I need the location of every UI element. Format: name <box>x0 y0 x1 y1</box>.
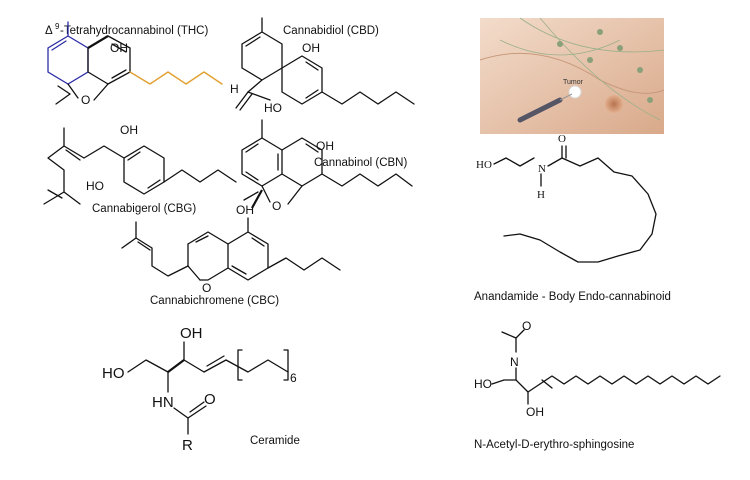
photo-tumor-label: Tumor <box>563 79 584 86</box>
ceramide-structure: HO OH 6 HN O R <box>102 325 297 454</box>
anandamide-structure: HO N H O <box>476 133 657 263</box>
thc-structure: Δ 9 -Tetrahydrocannabinol (THC) O OH <box>45 21 223 107</box>
photo-background <box>480 18 664 134</box>
anandamide-label: Anandamide - Body Endo-cannabinoid <box>474 291 671 303</box>
cbc-o-atom: O <box>202 281 211 295</box>
cbn-oh: OH <box>316 139 334 153</box>
anandamide-o-atom: O <box>558 133 566 145</box>
cbd-structure: Cannabidiol (CBD) OH HO H <box>230 17 415 115</box>
ceramide-label: Ceramide <box>250 435 300 447</box>
cbd-h-atom: H <box>230 82 239 96</box>
cbg-ho: HO <box>86 179 104 193</box>
anandamide-n-atom: N <box>538 163 546 175</box>
acetyl-label: N-Acetyl-D-erythro-sphingosine <box>474 439 634 451</box>
ceramide-ho: HO <box>102 365 125 382</box>
treatment-photo: Tumor <box>479 17 665 134</box>
acetyl-nh: N <box>510 355 519 369</box>
photo-nipple <box>605 95 623 113</box>
acetyl-sphingosine-structure: O N HO OH <box>474 319 721 419</box>
thc-o-atom: O <box>81 93 90 107</box>
anandamide-h-atom: H <box>537 189 545 201</box>
anandamide-ho: HO <box>476 159 492 171</box>
acetyl-o-atom: O <box>522 319 531 333</box>
ceramide-hn: HN <box>152 394 174 411</box>
cbc-oh: OH <box>236 203 254 217</box>
ceramide-oh: OH <box>180 325 203 342</box>
ceramide-repeat-count: 6 <box>290 371 297 385</box>
cbn-label: Cannabinol (CBN) <box>314 157 407 169</box>
ceramide-o-atom: O <box>204 391 216 408</box>
cbg-oh: OH <box>120 123 138 137</box>
cbc-label: Cannabichromene (CBC) <box>150 295 279 307</box>
thc-delta-symbol: Δ <box>45 25 53 37</box>
cbn-o-atom: O <box>272 199 281 213</box>
cbc-structure: OH O Cannabichromene (CBC) <box>121 203 341 307</box>
cbg-structure: OH HO Cannabigerol (CBG) <box>43 123 237 215</box>
thc-oh: OH <box>110 41 128 55</box>
thc-label: -Tetrahydrocannabinol (THC) <box>60 25 208 37</box>
acetyl-ho: HO <box>474 377 492 391</box>
cbd-ho: HO <box>264 101 282 115</box>
cbd-label: Cannabidiol (CBD) <box>283 25 379 37</box>
cbn-structure: OH Cannabinol (CBN) O <box>241 119 413 213</box>
acetyl-oh: OH <box>526 405 544 419</box>
syringe-icon <box>517 97 563 123</box>
ceramide-r-group: R <box>182 437 193 454</box>
thc-superscript: 9 <box>55 22 60 31</box>
cbg-label: Cannabigerol (CBG) <box>92 203 196 215</box>
cbd-oh: OH <box>302 41 320 55</box>
